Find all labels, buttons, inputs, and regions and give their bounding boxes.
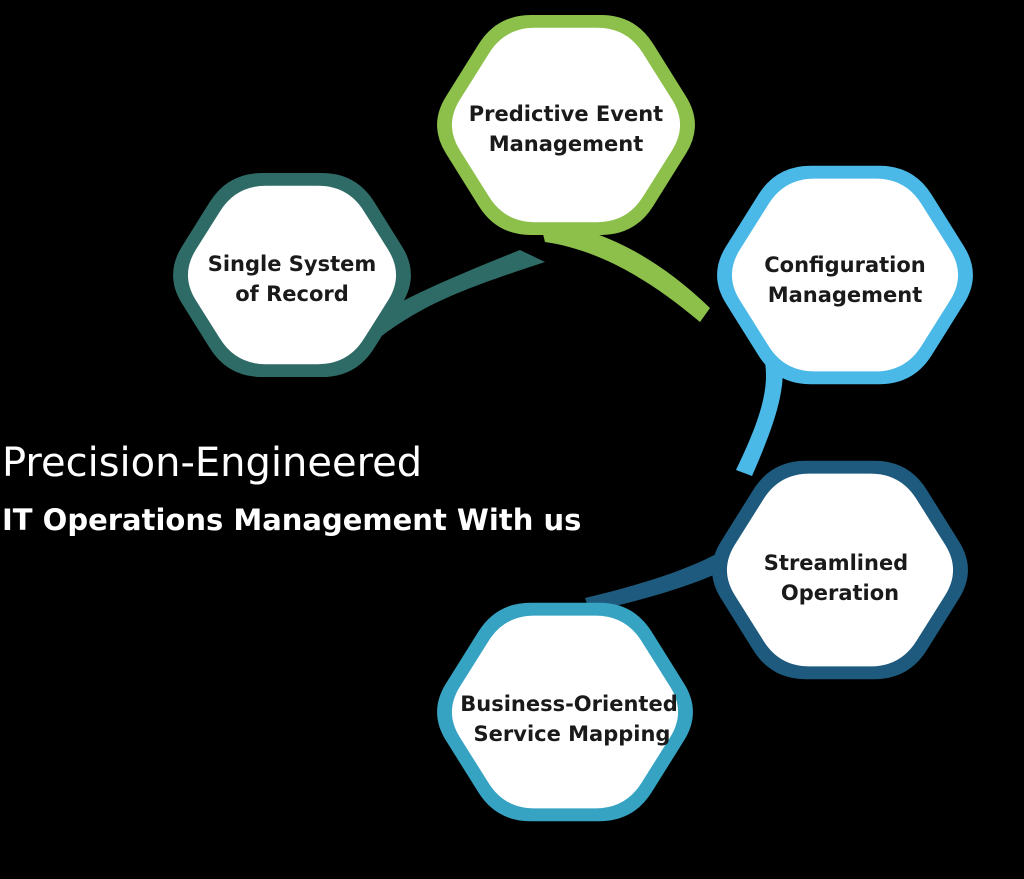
streamlined-operation-label-line-2: Operation: [781, 581, 899, 605]
connector-tails: [360, 222, 783, 612]
configuration-management-label-line-2: Management: [768, 283, 923, 307]
business-oriented-service-mapping-label-line-2: Service Mapping: [474, 722, 671, 746]
configuration-management-connector: [736, 345, 783, 476]
single-system-of-record-label-line-1: Single System: [208, 252, 377, 276]
predictive-event-management-label-line-1: Predictive Event: [469, 102, 663, 126]
hexagon-nodes: Single System of Record Predictive EventMa…: [173, 15, 973, 822]
predictive-event-management-hexagon-fill: [451, 27, 681, 223]
streamlined-operation-label-line-1: Streamlined: [764, 551, 908, 575]
business-oriented-service-mapping-hexagon-fill: [451, 615, 679, 809]
streamlined-operation-connector: [585, 525, 765, 612]
predictive-event-management-connector: [540, 222, 710, 322]
streamlined-operation-hexagon-fill: [726, 473, 954, 667]
single-system-of-record-hexagon: Single System of Record: [173, 173, 411, 377]
predictive-event-management-label-line-2: Management: [489, 132, 644, 156]
heading-line-2: IT Operations Management With us: [2, 503, 582, 537]
single-system-of-record-label-line-2: of Record: [235, 282, 349, 306]
single-system-of-record-connector: [360, 250, 545, 345]
heading-line-1: Precision-Engineered: [2, 440, 423, 486]
business-oriented-service-mapping-label-line-1: Business-Oriented: [460, 692, 677, 716]
configuration-management-hexagon-fill: [731, 178, 959, 372]
configuration-management-label-line-1: Configuration: [764, 253, 925, 277]
single-system-of-record-hexagon-fill: [187, 185, 397, 365]
